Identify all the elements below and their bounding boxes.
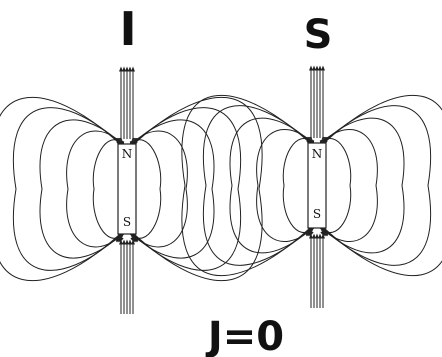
field-arrow — [115, 233, 120, 243]
left-field-line-left-5 — [0, 97, 121, 281]
left-north-pole: N — [122, 147, 133, 161]
left-field-line-left-2 — [66, 130, 124, 248]
left-bar-magnet: N S — [117, 143, 137, 235]
right-field-line-right-1 — [319, 138, 352, 233]
right-north-pole: N — [312, 147, 323, 161]
right-magnet-label: S — [304, 12, 333, 58]
left-magnet-label: I — [119, 2, 136, 56]
left-field-line-left-3 — [39, 119, 123, 259]
field-arrow — [133, 137, 138, 147]
field-arrow — [134, 233, 139, 243]
left-field-line-right-2 — [130, 130, 188, 248]
right-field-line-right-4 — [322, 105, 432, 266]
right-field-line-left-3 — [229, 117, 313, 254]
right-field-line-right-5 — [323, 95, 442, 276]
field-arrow — [323, 136, 328, 146]
field-arrow — [306, 136, 311, 146]
left-south-pole: S — [123, 215, 131, 229]
right-field-line-right-3 — [321, 117, 405, 254]
left-field-line-right-1 — [129, 139, 162, 239]
right-bar-magnet: N S — [307, 142, 327, 229]
right-field-line-right-2 — [320, 129, 378, 242]
field-arrow — [324, 227, 329, 237]
left-field-line-left-1 — [92, 139, 125, 239]
field-arrow — [116, 137, 121, 147]
right-field-line-left-1 — [282, 138, 315, 233]
left-field-line-right-3 — [131, 119, 215, 259]
left-magnet-field-lines — [0, 66, 263, 314]
field-arrow — [305, 227, 310, 237]
left-field-line-left-4 — [12, 107, 122, 271]
right-south-pole: S — [313, 207, 321, 221]
left-field-line-right-4 — [132, 107, 242, 271]
equation-label: J=0 — [205, 314, 284, 357]
right-field-line-left-5 — [181, 95, 311, 276]
right-field-line-left-4 — [202, 105, 312, 266]
right-field-line-left-2 — [256, 129, 314, 242]
right-magnet-field-lines — [181, 65, 442, 308]
